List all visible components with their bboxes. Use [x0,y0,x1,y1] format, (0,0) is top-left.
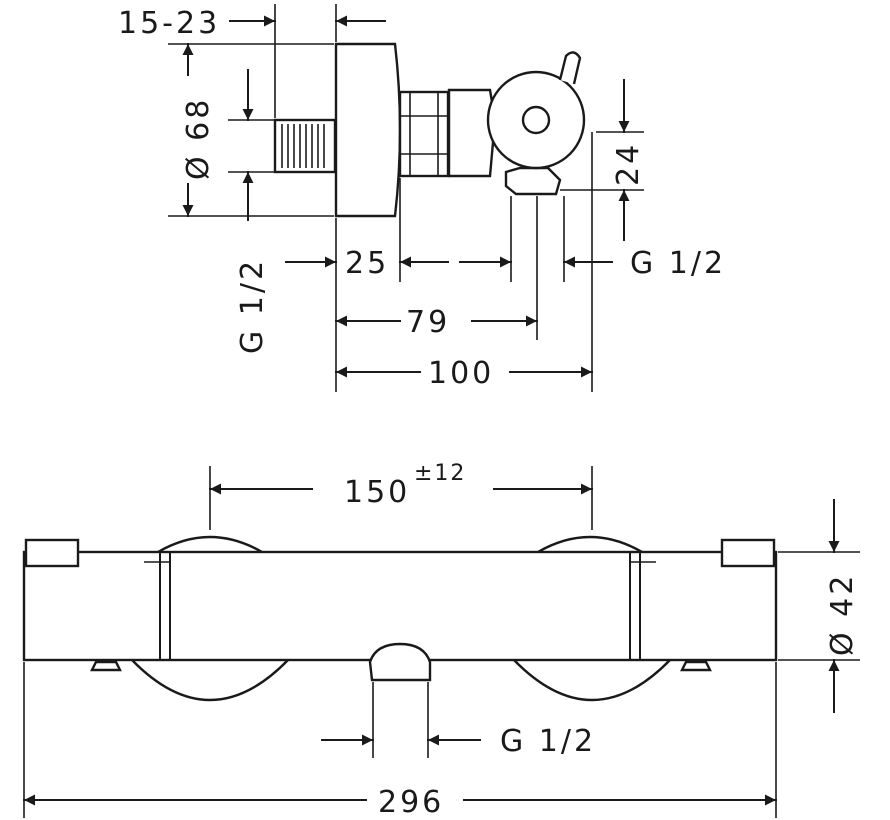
dim-front-outlet-thread: G 1/2 [500,724,596,759]
right-connection-top [537,535,643,554]
dim-center-distance: 150 [344,475,410,510]
front-dimensions: 150 ±12 Ø 42 G 1/2 296 [23,461,860,820]
inlet-thread-stub [273,118,337,174]
dim-body-diameter-68: Ø 68 [181,97,216,180]
connector-body [447,88,497,178]
thermostat-bar [22,550,778,662]
side-dimensions: 15-23 Ø 68 G 1/2 25 G 1/2 79 1 [118,4,726,392]
front-outlet [368,642,432,682]
side-view [273,42,586,218]
right-foot [680,660,712,672]
dim-outlet-height-24: 24 [611,142,646,186]
dim-overall-length: 296 [378,785,444,820]
right-connection-bottom [513,659,671,702]
dim-depth-25: 25 [345,246,389,281]
handle-knob [486,51,586,170]
left-connection-top [157,535,263,554]
right-end-cap [720,538,776,568]
outlet-nozzle [504,166,562,196]
dim-depth-100: 100 [428,356,494,391]
wall-flange [334,42,402,218]
dim-offset-range: 15-23 [118,6,220,41]
front-view [22,535,778,702]
dim-outlet-thread: G 1/2 [630,246,726,281]
dim-body-diameter-42: Ø 42 [825,573,860,656]
hex-nut [398,90,450,178]
dim-center-tolerance: ±12 [414,461,466,486]
left-end-cap [24,538,80,568]
dim-inlet-thread: G 1/2 [235,258,270,354]
left-connection-bottom [131,659,289,702]
left-foot [90,660,122,672]
dim-depth-79: 79 [406,305,450,340]
